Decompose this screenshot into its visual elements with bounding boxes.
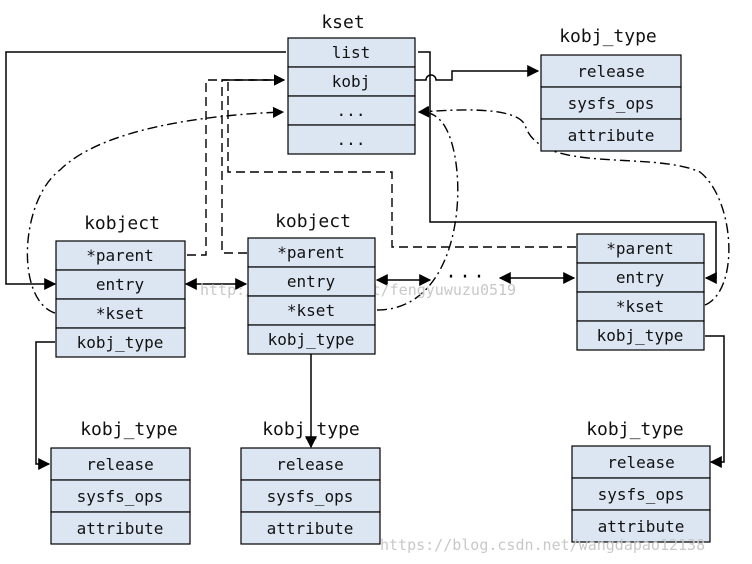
kobject-2-kset: *kset — [247, 295, 376, 326]
kobject-3-kset: *kset — [576, 291, 705, 322]
kset-field-kobj-label: kobj — [332, 72, 371, 91]
kobject-2-parent-label: *parent — [277, 243, 344, 262]
ktype-2-sysfs-ops-label: sysfs_ops — [267, 487, 354, 506]
kobject-3-entry-label: entry — [616, 268, 665, 287]
ktype-1-attribute: attribute — [50, 511, 191, 545]
kobject-3-kset-label: *kset — [616, 297, 664, 316]
kobject-1-kset: *kset — [55, 298, 186, 329]
kobject-2-title: kobject — [275, 211, 351, 232]
kset-ktype-sysfs-ops-label: sysfs_ops — [568, 94, 655, 113]
ktype-3-title: kobj_type — [586, 419, 684, 440]
kset-ktype-title: kobj_type — [559, 26, 657, 47]
ktype-2-attribute-label: attribute — [267, 519, 354, 538]
kobject3-parent-link — [227, 74, 576, 248]
ktype-2-attribute: attribute — [240, 511, 381, 545]
kset-struct: kset list kobj ... ... — [287, 12, 416, 155]
kobject-3-kobj-type: kobj_type — [576, 320, 705, 351]
kobject1-parent-link — [187, 74, 286, 256]
kobject-1-entry-label: entry — [96, 275, 145, 294]
kset-ktype-release-label: release — [577, 62, 644, 81]
kset-field-ellipsis-1-label: ... — [337, 101, 366, 120]
kset-field-list: list — [287, 37, 416, 68]
kset-title: kset — [321, 12, 364, 33]
ktype-2: kobj_type release sysfs_ops attribute — [240, 419, 381, 545]
kobject-2-kobj-type-label: kobj_type — [268, 330, 355, 349]
kobject1-ktype-link — [35, 341, 55, 470]
list-to-kobject3-entry — [418, 51, 717, 284]
kset-ktype-release: release — [540, 54, 682, 88]
list-to-kobject1-entry — [5, 51, 286, 290]
kset-ktype-struct: kobj_type release sysfs_ops attribute — [540, 26, 682, 152]
watermark-2: https://blog.csdn.net/wangdapao12138 — [380, 536, 705, 554]
kobject1-kset-link — [26, 106, 285, 314]
ktype-3-sysfs-ops-label: sysfs_ops — [598, 485, 685, 504]
ktype-1-title: kobj_type — [80, 419, 178, 440]
kobject-1: kobject *parent entry *kset kobj_type — [55, 213, 186, 358]
kset-field-ellipsis-2-label: ... — [337, 130, 366, 149]
ktype-2-release: release — [240, 447, 381, 481]
kset-field-ellipsis-1: ... — [287, 95, 416, 126]
kset-field-ellipsis-2: ... — [287, 124, 416, 155]
kset-field-kobj: kobj — [287, 66, 416, 97]
ktype-1-release-label: release — [86, 455, 153, 474]
kobject-2-parent: *parent — [247, 237, 376, 268]
kobject-3: *parent entry *kset kobj_type — [576, 233, 705, 351]
kobject-1-kobj-type: kobj_type — [55, 327, 186, 358]
ktype-1-sysfs-ops: sysfs_ops — [50, 479, 191, 513]
ktype-3-attribute-label: attribute — [598, 517, 685, 536]
kset-ktype-attribute-label: attribute — [568, 126, 655, 145]
ktype-3: kobj_type release sysfs_ops attribute — [571, 419, 711, 543]
ktype-1-release: release — [50, 447, 191, 481]
kset-ktype-sysfs-ops: sysfs_ops — [540, 86, 682, 120]
ktype-3-release-label: release — [607, 453, 674, 472]
kobject-3-kobj-type-label: kobj_type — [597, 326, 684, 345]
kobject-1-entry: entry — [55, 269, 186, 300]
kobject-3-parent-label: *parent — [606, 239, 673, 258]
kobject-1-parent: *parent — [55, 240, 186, 271]
kobj-to-ktype — [415, 65, 540, 81]
kobject-1-kset-label: *kset — [96, 304, 144, 323]
ktype-3-sysfs-ops: sysfs_ops — [571, 477, 711, 511]
kobject-3-parent: *parent — [576, 233, 705, 264]
ktype-3-attribute: attribute — [571, 509, 711, 543]
ktype-2-release-label: release — [276, 455, 343, 474]
kobject2-kset-link — [376, 106, 459, 311]
ktype-1-attribute-label: attribute — [77, 519, 164, 538]
kset-field-list-label: list — [332, 43, 371, 62]
ktype-1-sysfs-ops-label: sysfs_ops — [77, 487, 164, 506]
kobject-1-title: kobject — [84, 213, 160, 234]
ktype-2-title: kobj_type — [262, 419, 360, 440]
more-kobjects-ellipsis: · · · — [448, 265, 483, 290]
kobject3-ktype-link — [705, 335, 725, 468]
connectors — [5, 51, 730, 470]
kset-ktype-attribute: attribute — [540, 118, 682, 152]
kobject-2-kobj-type: kobj_type — [247, 324, 376, 355]
kobject3-kset-link — [417, 105, 730, 306]
kobject-2: kobject *parent entry *kset kobj_type — [247, 211, 376, 355]
kobject-2-entry: entry — [247, 266, 376, 297]
ktype-3-release: release — [571, 445, 711, 479]
ktype-1: kobj_type release sysfs_ops attribute — [50, 419, 191, 545]
kobject-2-kset-label: *kset — [287, 301, 335, 320]
kobject-2-entry-label: entry — [287, 272, 336, 291]
kobject-3-entry: entry — [576, 262, 705, 293]
kobject-1-parent-label: *parent — [86, 246, 153, 265]
ktype-2-sysfs-ops: sysfs_ops — [240, 479, 381, 513]
kobject-1-kobj-type-label: kobj_type — [77, 333, 164, 352]
